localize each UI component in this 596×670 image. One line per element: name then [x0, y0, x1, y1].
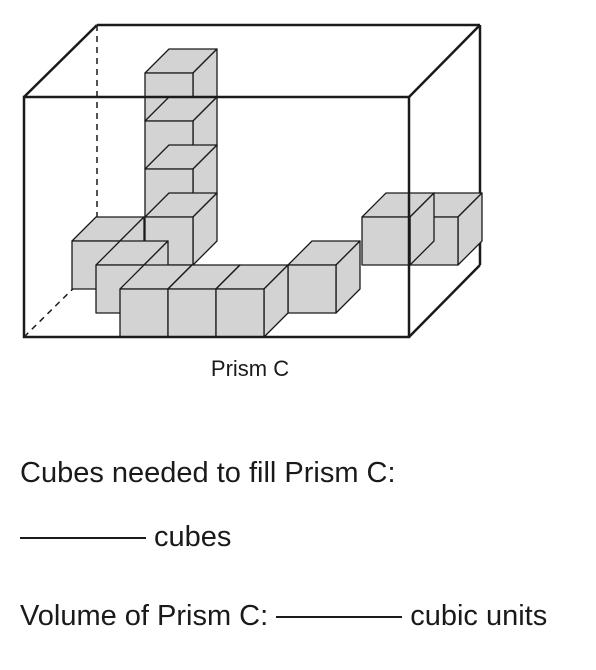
- fill-prompt: Cubes needed to fill Prism C:: [20, 457, 396, 489]
- cubes-answer-line: cubes: [20, 521, 231, 554]
- volume-unit-label: cubic units: [410, 600, 548, 632]
- cube-right-upper: [361, 192, 435, 266]
- cube-right-step: [287, 240, 361, 314]
- volume-answer-line: Volume of Prism C: cubic units: [20, 600, 547, 633]
- prism-front-edges: [22, 24, 481, 339]
- unit-cubes: [71, 48, 483, 338]
- prism-diagram: [22, 23, 483, 339]
- prism-caption: Prism C: [210, 356, 290, 381]
- volume-label: Volume of Prism C:: [20, 600, 269, 632]
- cube-column-4: [144, 192, 218, 266]
- volume-answer-blank[interactable]: [276, 615, 403, 618]
- cube-front-3: [215, 264, 289, 338]
- cubes-answer-blank[interactable]: [20, 536, 146, 539]
- cubes-unit-label: cubes: [154, 521, 232, 553]
